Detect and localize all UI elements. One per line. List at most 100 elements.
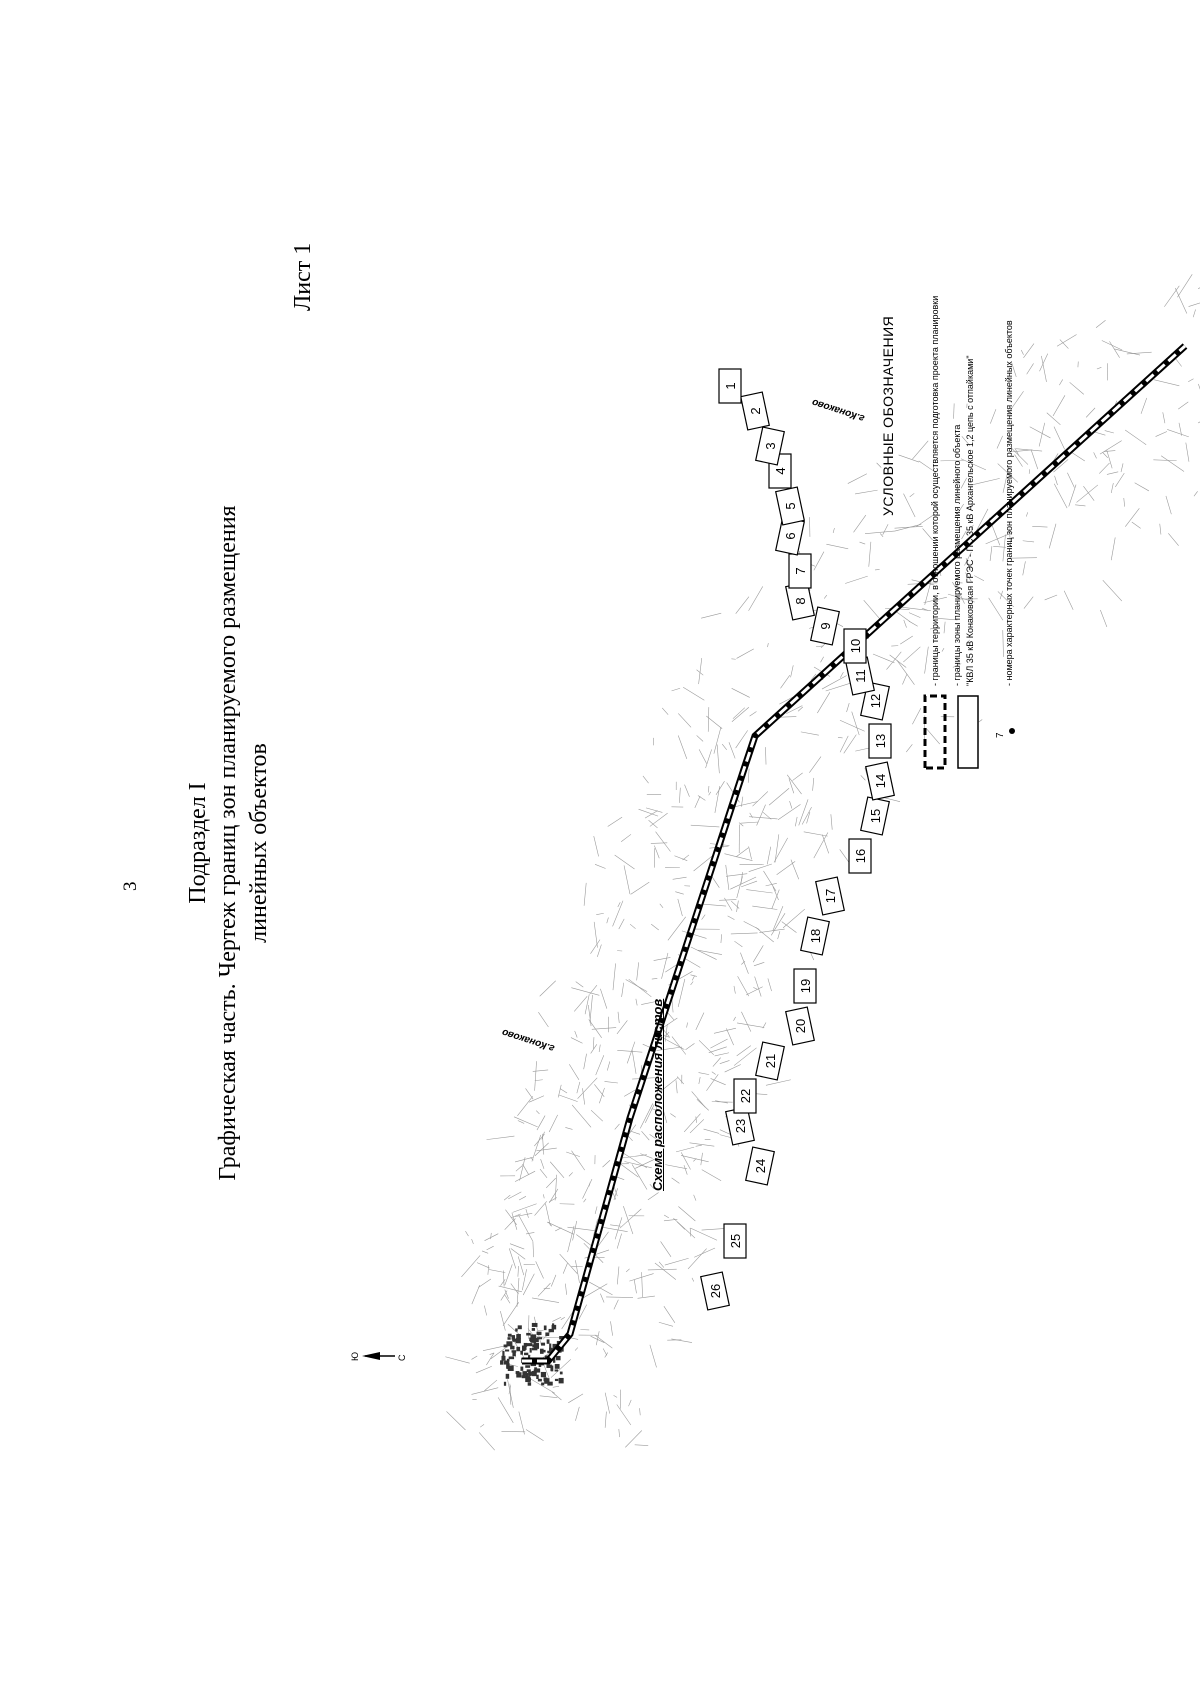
map-linework (698, 1077, 701, 1084)
map-linework (507, 1323, 521, 1336)
legend-dashed-symbol (923, 694, 947, 770)
map-linework (1177, 274, 1193, 298)
map-linework (712, 1057, 721, 1067)
map-linework (1110, 482, 1114, 494)
map-linework (724, 897, 733, 911)
map-building (534, 1367, 537, 1373)
map-linework (575, 1406, 580, 1421)
sheet-box-number: 2 (748, 407, 763, 414)
map-linework (763, 870, 777, 892)
map-linework (691, 1091, 706, 1108)
map-linework (952, 663, 962, 668)
map-building (545, 1332, 550, 1336)
map-linework (525, 1208, 529, 1218)
map-building (521, 1375, 526, 1379)
map-linework (735, 596, 750, 614)
map-linework (767, 642, 769, 648)
map-building (525, 1376, 531, 1383)
map-linework (695, 1012, 705, 1031)
map-linework (636, 962, 639, 981)
map-linework (595, 1055, 605, 1076)
map-linework (1106, 449, 1113, 469)
map-linework (826, 543, 849, 550)
sheet-box-frame (868, 723, 892, 759)
map-linework (552, 1317, 562, 1322)
sheet-box: 2 (739, 391, 771, 431)
map-linework (1032, 526, 1048, 528)
map-linework (507, 1379, 514, 1408)
map-linework (540, 1159, 545, 1169)
map-linework (801, 807, 812, 825)
map-linework (1023, 343, 1035, 359)
map-linework (583, 882, 587, 906)
map-linework (624, 1089, 636, 1097)
map-linework (872, 653, 895, 664)
map-linework (752, 945, 764, 963)
map-linework (602, 1160, 611, 1168)
map-building (501, 1355, 506, 1361)
sheet-box-frame (739, 391, 771, 431)
map-linework (535, 1261, 544, 1279)
map-linework (695, 1116, 697, 1123)
map-linework (534, 1079, 543, 1081)
map-linework (733, 985, 736, 994)
map-building (558, 1377, 564, 1384)
map-building (541, 1382, 545, 1386)
map-linework (476, 1262, 490, 1269)
map-linework (768, 788, 790, 806)
sheet-box: 17 (814, 876, 846, 916)
map-linework (503, 1194, 511, 1201)
map-linework (1134, 482, 1150, 492)
map-linework (1002, 466, 1010, 493)
sheet-box-frame (699, 1271, 731, 1311)
map-linework (1054, 475, 1058, 486)
map-linework (617, 1050, 643, 1053)
map-linework (886, 651, 902, 670)
map-linework (1120, 463, 1124, 473)
map-linework (711, 1071, 716, 1075)
map-linework (575, 981, 584, 988)
map-linework (762, 812, 772, 820)
sheet-layout-title: Схема расположения листов (650, 998, 665, 1191)
map-linework (536, 1110, 540, 1115)
map-linework (1110, 537, 1116, 561)
map-linework (996, 435, 1003, 449)
sheet-box-frame (754, 426, 786, 466)
map-linework (749, 812, 753, 818)
map-linework (637, 1295, 655, 1299)
map-linework (610, 1321, 613, 1336)
map-linework (698, 1072, 710, 1075)
map-linework (926, 728, 940, 745)
map-linework (594, 864, 606, 869)
map-linework (631, 1049, 637, 1074)
map-linework (786, 774, 802, 795)
sheet-box-frame (809, 606, 841, 646)
map-linework (680, 1155, 709, 1163)
map-linework (471, 1238, 474, 1245)
map-linework (475, 1365, 492, 1374)
map-linework (517, 1120, 525, 1124)
map-linework (694, 1247, 716, 1258)
map-linework (691, 975, 695, 981)
map-linework (471, 1387, 499, 1395)
map-linework (654, 1262, 677, 1280)
map-linework (738, 822, 744, 827)
map-linework (800, 731, 819, 736)
map-linework (735, 847, 749, 858)
map-linework (765, 1079, 791, 1086)
map-linework (749, 711, 757, 717)
drawing-title: Графическая часть. Чертеж границ зон пла… (215, 505, 241, 1181)
map-linework (997, 463, 1019, 483)
map-building (536, 1374, 539, 1379)
map-building (550, 1366, 553, 1371)
map-linework (673, 1217, 696, 1239)
map-linework (522, 1163, 529, 1175)
map-linework (554, 1174, 557, 1201)
map-linework (577, 1077, 598, 1099)
map-linework (566, 1151, 580, 1157)
map-linework (612, 963, 616, 991)
map-linework (734, 940, 743, 948)
map-linework (490, 1346, 508, 1360)
map-linework (687, 1248, 707, 1270)
map-linework (1178, 422, 1182, 436)
